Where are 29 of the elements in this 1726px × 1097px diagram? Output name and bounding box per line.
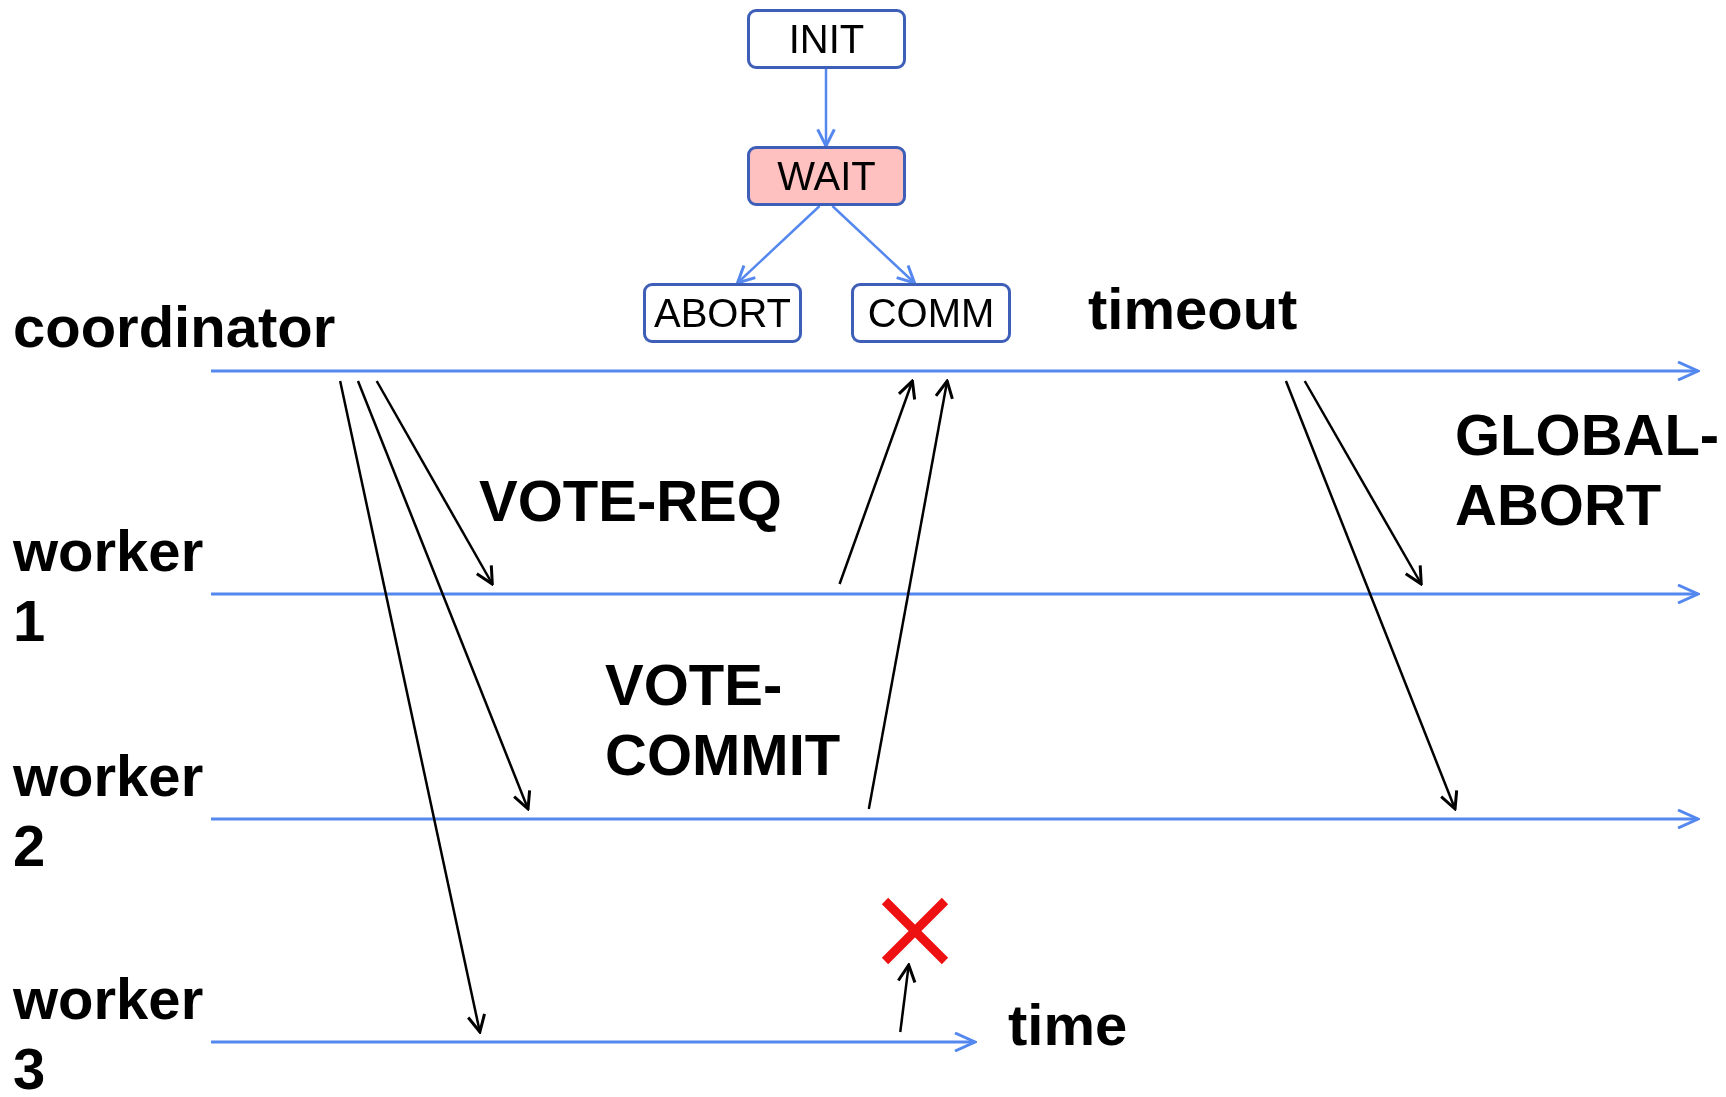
message-arrow <box>816 69 836 148</box>
message-label: GLOBAL-ABORT <box>1455 401 1721 539</box>
lifeline-label: worker 3 <box>13 965 205 1097</box>
message-label: VOTE-COMMIT <box>605 651 842 789</box>
timeline-arrow <box>211 584 1700 604</box>
timeline-arrow <box>211 1032 977 1052</box>
lifeline-label: worker 1 <box>13 517 205 655</box>
timeline-arrow <box>211 809 1700 829</box>
message-label: time <box>1008 991 1129 1059</box>
message-arrow <box>735 205 821 285</box>
state-box: ABORT <box>643 283 802 343</box>
state-box: COMM <box>851 283 1011 343</box>
message-arrow <box>375 380 494 586</box>
message-arrow <box>867 379 954 810</box>
failure-cross <box>881 897 949 965</box>
message-arrow <box>831 205 917 285</box>
lifeline-label: coordinator <box>13 293 337 361</box>
message-arrow <box>838 379 917 585</box>
lifeline-label: worker 2 <box>13 742 205 880</box>
message-label: VOTE-REQ <box>479 467 783 535</box>
timeline-arrow <box>211 361 1700 381</box>
state-box: WAIT <box>747 146 906 206</box>
message-arrow <box>1303 380 1423 586</box>
message-label: timeout <box>1088 275 1299 343</box>
message-arrow <box>356 380 532 811</box>
message-arrow <box>1284 380 1459 811</box>
message-arrow <box>338 380 486 1034</box>
state-box: INIT <box>747 9 906 69</box>
message-arrow <box>896 963 917 1033</box>
